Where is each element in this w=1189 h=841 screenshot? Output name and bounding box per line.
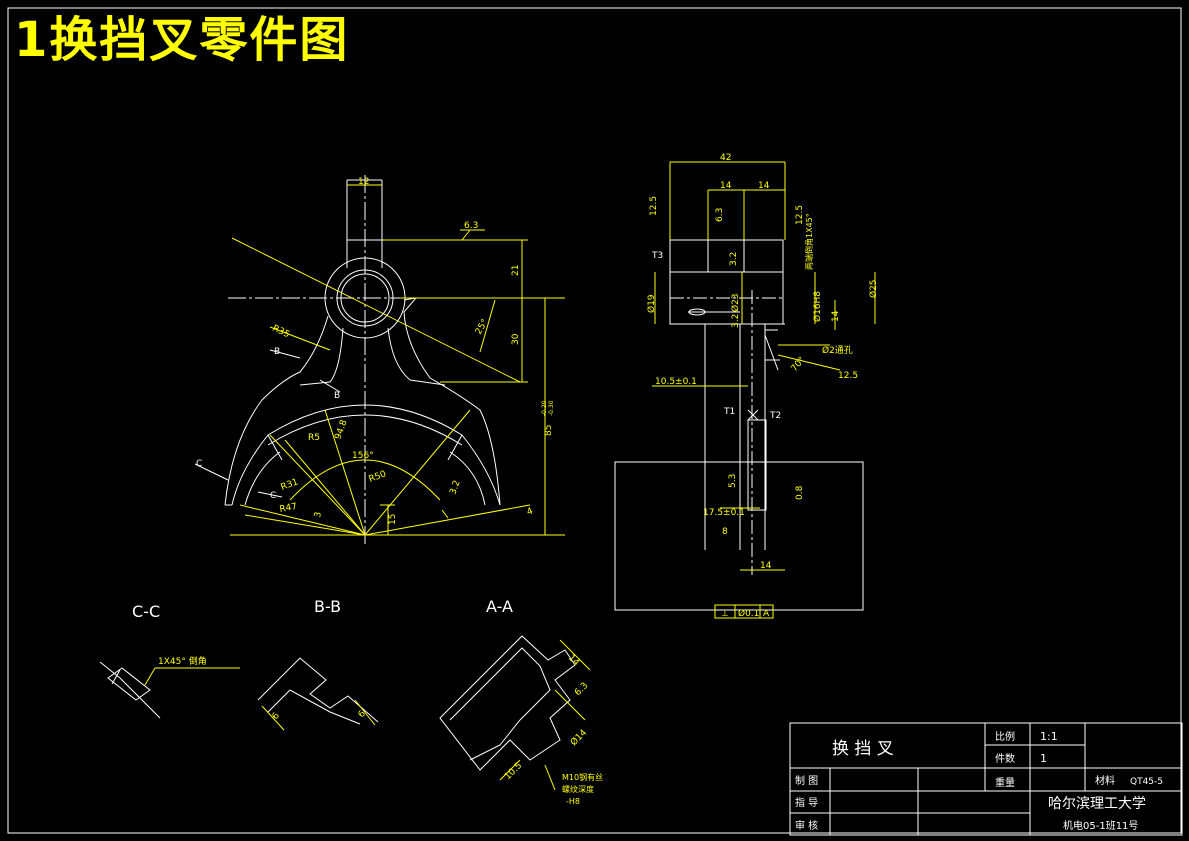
title-block xyxy=(789,722,1183,836)
dim-14-b: 14 xyxy=(758,181,770,191)
label-t1: T1 xyxy=(723,407,735,417)
dim-42: 42 xyxy=(720,153,731,163)
drawing-frame xyxy=(7,7,1182,834)
guide-label: 指 导 xyxy=(795,796,818,809)
dim-94-8: 94.8 xyxy=(333,419,349,442)
drawn-label: 制 图 xyxy=(795,774,818,787)
angle-25: 25° xyxy=(474,318,491,337)
radius-35: R35 xyxy=(271,324,291,341)
dim-14-c: 14 xyxy=(831,310,841,322)
school-name: 哈尔滨理工大学 xyxy=(1048,796,1146,812)
ra-0-8: 0.8 xyxy=(795,485,805,500)
section-aa-note2: 螺纹深度 xyxy=(562,784,594,794)
hub-inner-circle xyxy=(336,269,394,327)
weight-label: 重量 xyxy=(995,776,1015,789)
tol-value: Ø0.1 xyxy=(738,608,759,619)
ra-6-3-side: 6.3 xyxy=(715,208,725,222)
title-block-text: 换 挡 叉 比例 1:1 件数 1 制 图 指 导 审 核 重量 材料 QT45… xyxy=(795,730,1163,832)
section-views: C-C B-B A-A xyxy=(132,597,513,621)
angle-156: 156° xyxy=(352,451,374,461)
hole-note: Ø2通孔 xyxy=(822,345,853,356)
side-view xyxy=(614,161,876,619)
material-label: 材料 xyxy=(1095,774,1115,787)
qty-label: 件数 xyxy=(995,752,1015,765)
chamfer-note: 两端倒角1X45° xyxy=(804,213,814,270)
section-bb-dim-a: 6 xyxy=(271,711,283,722)
section-aa-dim-10-5: 10.5 xyxy=(503,761,524,782)
section-bb-dim-b: 6 xyxy=(357,709,369,720)
dim-4: 4 xyxy=(526,506,535,517)
mark-b-bottom: B xyxy=(334,391,340,401)
section-aa-note3: -H8 xyxy=(566,797,580,806)
ra-3-2-b: 3.2 xyxy=(731,314,741,328)
section-aa-dims: 14 6.3 Ø14 10.5 M10钢有丝 螺纹深度 -H8 xyxy=(503,653,603,806)
qty-value: 1 xyxy=(1040,752,1047,765)
scale-label: 比例 xyxy=(995,730,1015,743)
radius-5: R5 xyxy=(308,433,320,443)
gd-t-frame xyxy=(714,604,774,619)
section-cc-note: 1X45° 倒角 xyxy=(158,655,207,667)
dia-19: Ø19 xyxy=(646,294,657,313)
dim-14-a: 14 xyxy=(720,181,732,191)
side-view-stock-rect xyxy=(614,461,864,611)
radius-47: R47 xyxy=(279,502,298,515)
dim-3: 3 xyxy=(313,511,324,518)
hub-bore-circle xyxy=(340,273,390,323)
mark-c-left: C xyxy=(196,459,202,469)
label-t3: T3 xyxy=(651,251,663,261)
section-aa-ra: 6.3 xyxy=(573,681,590,698)
section-aa-dia: Ø14 xyxy=(568,727,589,748)
dia-23: Ø23 xyxy=(730,293,741,312)
section-aa-label: A-A xyxy=(486,597,513,616)
mark-b-top: B xyxy=(274,347,280,357)
dia-25: Ø25 xyxy=(868,279,879,298)
dia-16h8: Ø16H8 xyxy=(812,291,823,322)
side-view-dims: 42 14 14 12.5 6.3 3.2 12.5 两端倒角1X45° T3 … xyxy=(646,153,879,619)
review-label: 审 核 xyxy=(795,819,818,832)
section-marks: B B C C xyxy=(196,347,340,501)
ra-12-5-b: 12.5 xyxy=(838,371,858,381)
dim-10-5: 10.5±0.1 xyxy=(655,377,697,387)
section-aa xyxy=(439,635,591,791)
dim-85: 85 xyxy=(544,425,554,436)
part-name: 换 挡 叉 xyxy=(832,739,894,759)
class-id: 机电05-1班11号 xyxy=(1063,819,1138,832)
ra-3-2: 3.2 xyxy=(448,479,462,496)
scale-value: 1:1 xyxy=(1040,730,1058,743)
ra-6-3: 6.3 xyxy=(464,221,478,231)
dim-14-d: 14 xyxy=(760,561,772,571)
tol-perp: ⊥ xyxy=(721,609,729,619)
dim-5-3: 5.3 xyxy=(728,474,738,488)
dim-85-tol-b: -0.30 xyxy=(548,400,555,416)
ra-12-5-right: 12.5 xyxy=(795,205,805,225)
radius-50: R50 xyxy=(368,469,388,485)
dim-17-5: 17.5±0.1 xyxy=(703,508,745,518)
page-title: 1换挡叉零件图 xyxy=(14,12,350,68)
section-cc-label: C-C xyxy=(132,602,160,621)
dim-12: 12 xyxy=(358,177,369,187)
tol-ref: A xyxy=(763,609,770,619)
dim-30: 30 xyxy=(511,333,521,345)
front-view xyxy=(194,175,565,545)
ra-12-5: 12.5 xyxy=(649,196,659,216)
section-bb xyxy=(257,657,379,731)
radius-31: R31 xyxy=(280,477,300,492)
section-bb-label: B-B xyxy=(314,597,341,616)
ra-3-2-side: 3.2 xyxy=(729,252,739,266)
section-cc xyxy=(99,661,240,719)
dim-85-tol-a: -0.20 xyxy=(541,400,548,416)
dim-15: 15 xyxy=(388,514,398,525)
mark-c-inner: C xyxy=(270,491,276,501)
section-aa-note1: M10钢有丝 xyxy=(562,772,603,782)
material-value: QT45-5 xyxy=(1130,777,1163,787)
dim-21: 21 xyxy=(511,265,521,276)
angle-leader-line xyxy=(231,237,521,383)
dim-8: 8 xyxy=(722,527,728,537)
label-t2: T2 xyxy=(769,411,781,421)
